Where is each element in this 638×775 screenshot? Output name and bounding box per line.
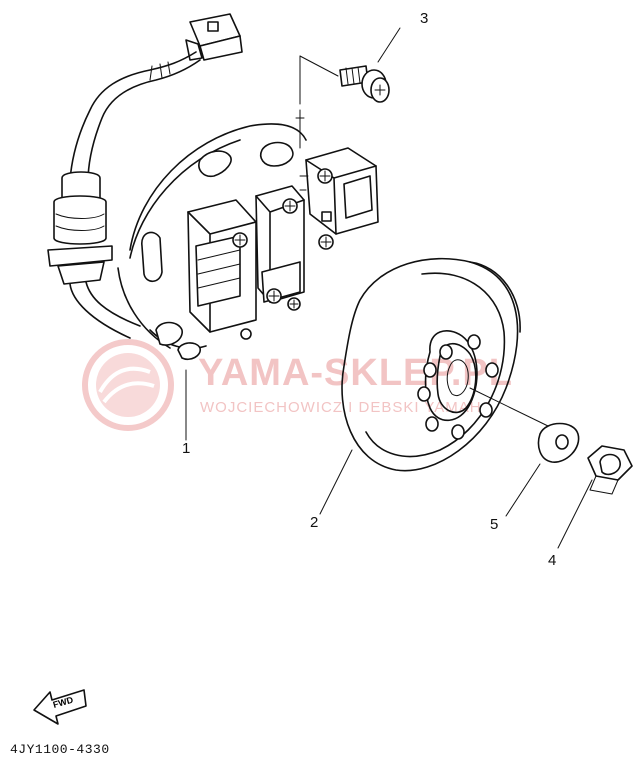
- watermark-title: YAMA-SKLEP.PL: [198, 352, 513, 394]
- flywheel-rotor: [341, 257, 521, 472]
- part-code: 4JY1100-4330: [10, 742, 110, 757]
- callout-1: 1: [182, 440, 191, 457]
- watermark-subtitle: WOJCIECHOWICZ I DEBSKI YAMAHA: [200, 399, 493, 416]
- screw: [339, 65, 390, 103]
- callout-3: 3: [420, 10, 429, 27]
- callout-4: 4: [548, 552, 557, 569]
- fwd-arrow-icon: FWD: [33, 689, 87, 725]
- callout-2: 2: [310, 514, 319, 531]
- stator-plate: [117, 123, 379, 361]
- nut: [587, 445, 633, 495]
- callout-5: 5: [490, 516, 499, 533]
- wire-harness: [47, 51, 201, 339]
- wire-connector: [185, 13, 243, 61]
- washer: [537, 422, 580, 463]
